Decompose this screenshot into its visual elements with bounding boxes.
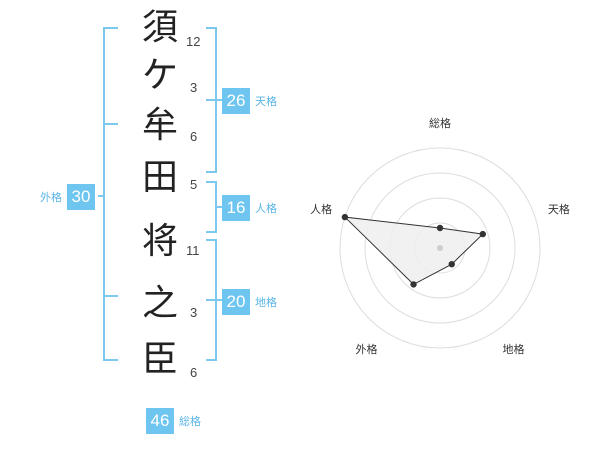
radar-axis-label-4: 外格	[355, 343, 378, 357]
jinkaku-score: 16 人格	[222, 195, 277, 221]
stroke-count-1: 12	[186, 34, 201, 49]
radar-axis-label-1: 総格	[429, 117, 451, 130]
name-char-2: ケ	[141, 55, 178, 96]
stroke-count-2: 3	[190, 80, 198, 95]
radar-center-dot	[437, 245, 443, 251]
tenkaku-score: 26 天格	[222, 88, 277, 114]
radar-point-4	[410, 281, 417, 288]
radar-point-1	[436, 224, 444, 232]
gaikaku-value: 30	[67, 184, 95, 210]
stroke-count-6: 3	[190, 305, 198, 320]
jinkaku-label: 人格	[255, 202, 277, 215]
soukaku-score: 46 総格	[146, 408, 201, 434]
soukaku-value: 46	[146, 408, 174, 434]
gaikaku-score: 外格 30	[40, 184, 95, 210]
stroke-count-5: 11	[186, 243, 200, 258]
stroke-count-3: 6	[190, 129, 198, 144]
radar-point-3	[448, 260, 455, 268]
radar-point-5	[341, 213, 349, 221]
gaikaku-bracket	[103, 27, 118, 361]
jinkaku-bracket	[206, 181, 217, 233]
chikaku-label: 地格	[255, 296, 277, 309]
tenkaku-label: 天格	[255, 95, 277, 108]
radar-chart	[339, 147, 541, 349]
radar-grid-ring	[339, 147, 541, 349]
name-char-3: 牟	[141, 105, 178, 146]
jinkaku-value: 16	[222, 195, 250, 221]
radar-point-2	[479, 230, 486, 238]
name-char-1: 須	[141, 7, 178, 48]
chikaku-value: 20	[222, 289, 250, 315]
radar-axis-label-3: 地格	[502, 343, 525, 357]
name-char-7: 臣	[141, 339, 178, 380]
radar-axis-label-5: 人格	[310, 203, 333, 217]
name-char-6: 之	[141, 283, 178, 324]
radar-axis-label-2: 天格	[547, 203, 570, 217]
radar-area	[343, 216, 484, 286]
name-char-4: 田	[141, 157, 178, 198]
stroke-count-7: 6	[190, 365, 198, 380]
gaikaku-label: 外格	[40, 191, 62, 204]
chikaku-score: 20 地格	[222, 289, 277, 315]
tenkaku-value: 26	[222, 88, 250, 114]
radar-grid-ring	[364, 172, 516, 324]
name-char-5: 将	[141, 221, 178, 262]
soukaku-label: 総格	[179, 415, 201, 428]
stroke-count-4: 5	[190, 177, 198, 192]
